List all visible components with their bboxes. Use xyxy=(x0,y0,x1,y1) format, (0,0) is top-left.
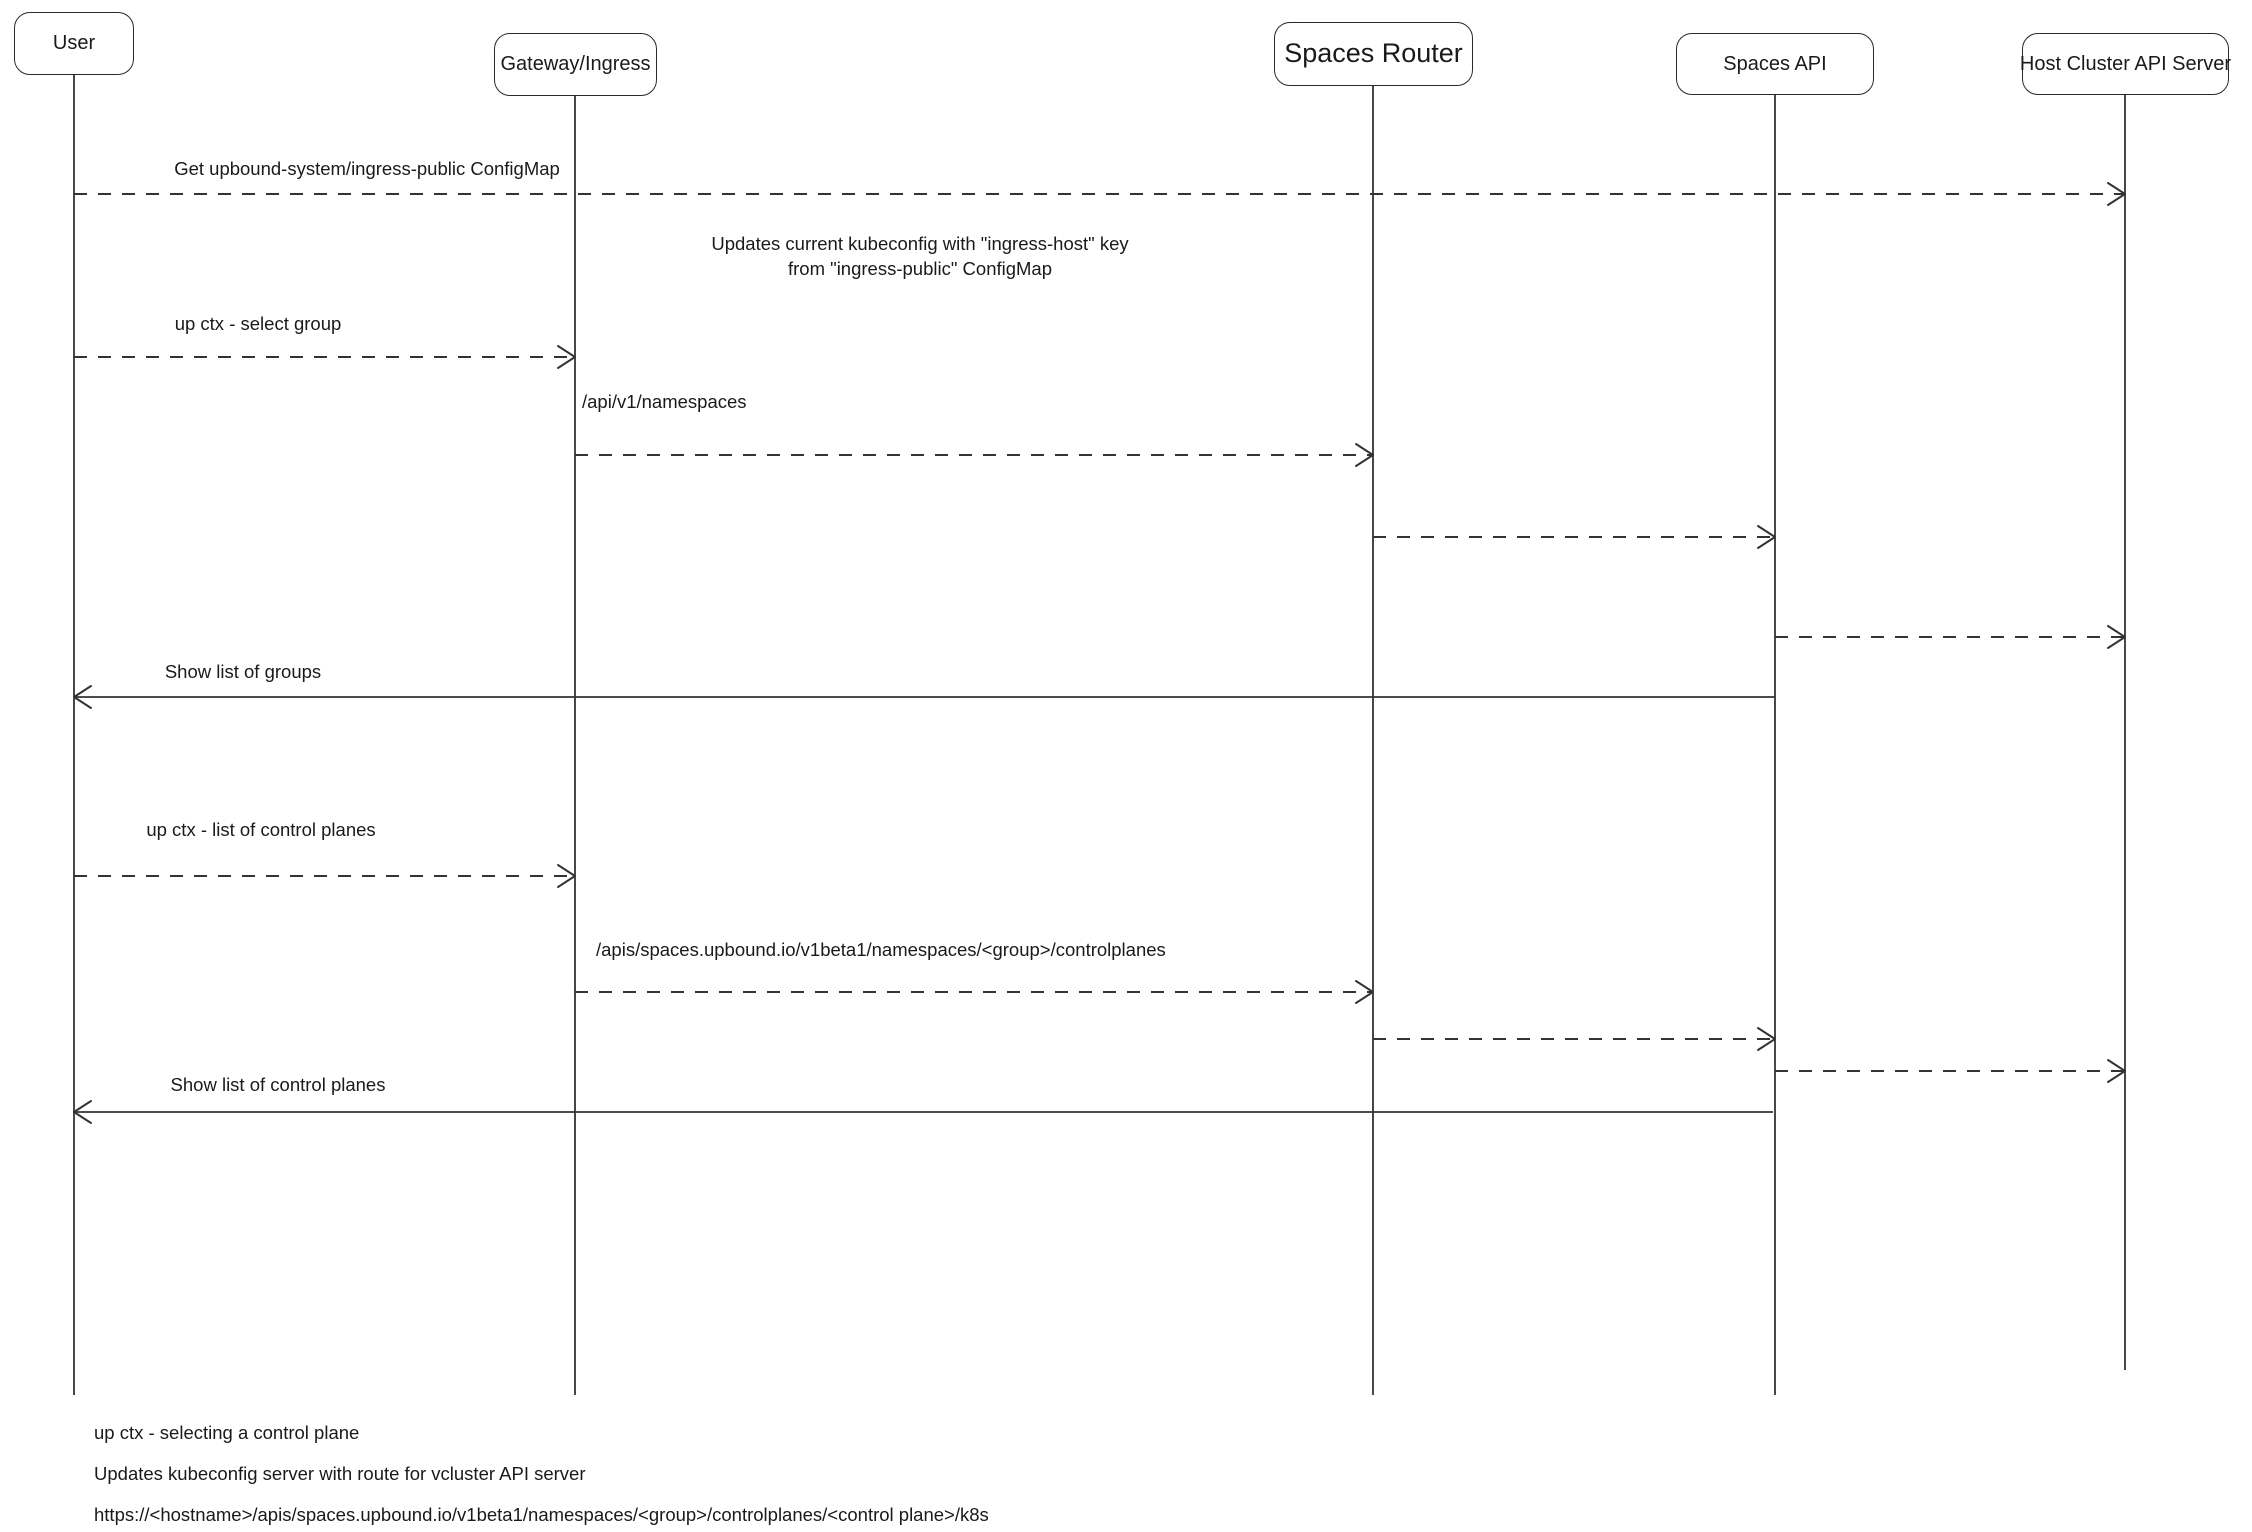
arrow-head xyxy=(2107,625,2126,649)
message-label-m1: Get upbound-system/ingress-public Config… xyxy=(174,157,560,182)
arrow-head-path xyxy=(2107,1059,2126,1083)
message-label-m6: Show list of groups xyxy=(165,660,321,685)
participant-box-gateway[interactable]: Gateway/Ingress xyxy=(494,33,657,96)
arrow-head xyxy=(73,685,92,709)
message-label-m3: /api/v1/namespaces xyxy=(582,390,747,415)
message-label-note1: Updates current kubeconfig with "ingress… xyxy=(711,232,1128,282)
arrow-head xyxy=(2107,182,2126,206)
arrow-head-path xyxy=(1355,980,1374,1004)
message-label-m8: /apis/spaces.upbound.io/v1beta1/namespac… xyxy=(596,938,1166,963)
message-label-m11: Show list of control planes xyxy=(171,1073,386,1098)
arrow-head xyxy=(1355,980,1374,1004)
message-label-m7: up ctx - list of control planes xyxy=(146,818,375,843)
arrow-head xyxy=(2107,1059,2126,1083)
arrow-head xyxy=(557,345,576,369)
footer-note-note-b: Updates kubeconfig server with route for… xyxy=(94,1463,586,1484)
arrow-head-path xyxy=(2107,625,2126,649)
footer-note-note-c: https://<hostname>/apis/spaces.upbound.i… xyxy=(94,1504,989,1525)
arrow-head-path xyxy=(557,345,576,369)
participant-label-user: User xyxy=(52,32,96,54)
participant-box-spacesapi[interactable]: Spaces API xyxy=(1676,33,1874,95)
arrow-head xyxy=(557,864,576,888)
participant-box-user[interactable]: User xyxy=(14,12,134,75)
message-label-line: Get upbound-system/ingress-public Config… xyxy=(174,158,560,179)
message-label-m2: up ctx - select group xyxy=(175,312,342,337)
arrow-head-path xyxy=(2107,182,2126,206)
arrow-head-path xyxy=(1757,1027,1776,1051)
participant-label-hostapi: Host Cluster API Server xyxy=(2019,52,2232,75)
lifelines-group xyxy=(73,75,2126,1395)
message-label-line: Show list of control planes xyxy=(170,1074,386,1095)
footer-note-note-a: up ctx - selecting a control plane xyxy=(94,1422,360,1443)
arrow-head-path xyxy=(73,1100,92,1124)
message-label-line: up ctx - list of control planes xyxy=(146,819,376,840)
arrow-head-path xyxy=(557,864,576,888)
message-label-line: Updates current kubeconfig with "ingress… xyxy=(711,233,1129,254)
participant-label-router: Spaces Router xyxy=(1284,38,1463,69)
participant-box-router[interactable]: Spaces Router xyxy=(1274,22,1473,86)
arrow-head xyxy=(1757,525,1776,549)
message-label-line: from "ingress-public" ConfigMap xyxy=(787,257,1053,279)
arrow-head-path xyxy=(73,685,92,709)
message-label-line: /apis/spaces.upbound.io/v1beta1/namespac… xyxy=(596,939,1166,960)
arrow-head xyxy=(73,1100,92,1124)
message-label-line: Show list of groups xyxy=(164,661,322,682)
arrow-head xyxy=(1355,443,1374,467)
arrow-head-path xyxy=(1757,525,1776,549)
participant-box-hostapi[interactable]: Host Cluster API Server xyxy=(2020,33,2231,95)
message-label-line: up ctx - select group xyxy=(174,313,342,334)
participant-label-spacesapi: Spaces API xyxy=(1723,52,1827,75)
message-arrows-group xyxy=(73,182,2126,1124)
message-label-line: /api/v1/namespaces xyxy=(582,391,747,412)
arrow-head-path xyxy=(1355,443,1374,467)
arrow-head xyxy=(1757,1027,1776,1051)
participant-label-gateway: Gateway/Ingress xyxy=(500,53,651,75)
